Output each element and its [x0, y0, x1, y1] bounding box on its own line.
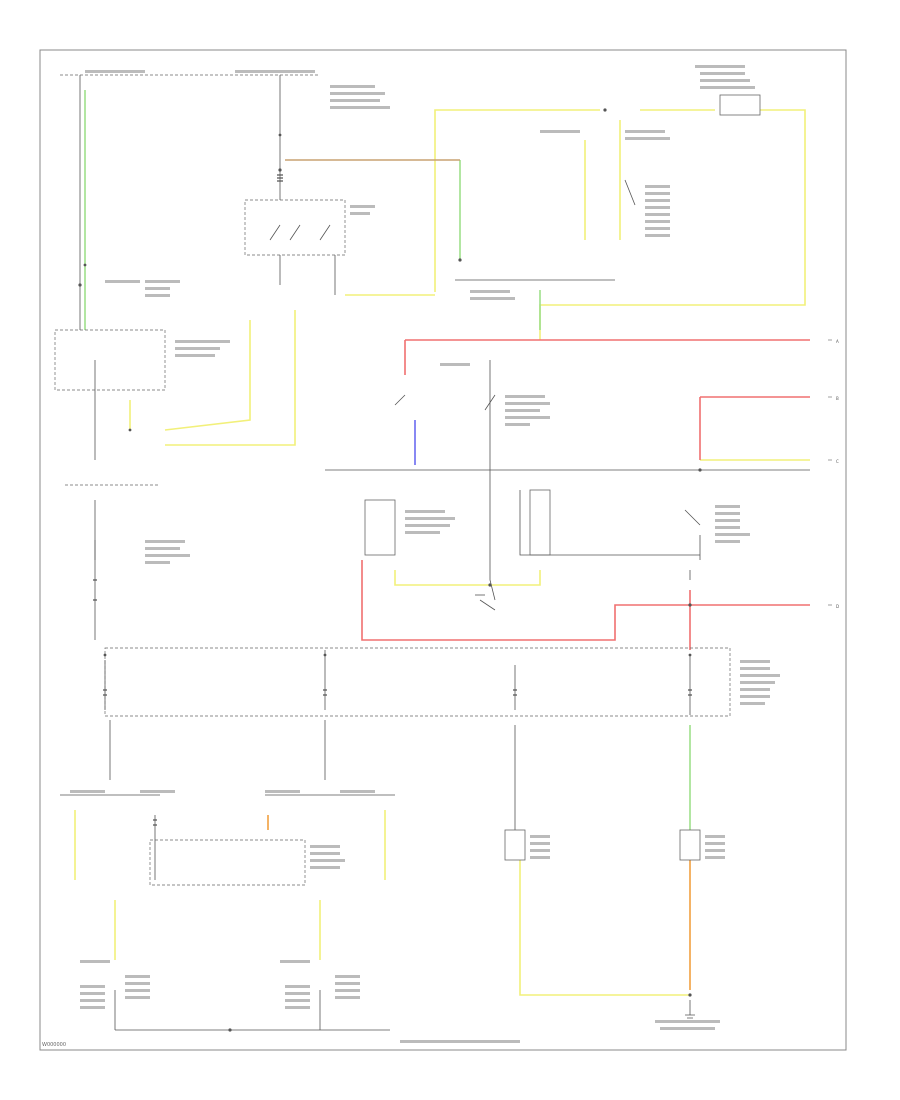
ground-symbols — [475, 594, 695, 1019]
annotation-marks — [70, 65, 780, 1043]
component-boxes — [54, 74, 731, 886]
terminal-d-label: D — [836, 604, 839, 609]
relay-boxes — [364, 94, 761, 861]
diagram-border — [39, 49, 847, 1051]
colored-wires — [74, 90, 810, 996]
terminal-a-label: A — [836, 339, 839, 344]
figure-code: W000000 — [42, 1042, 66, 1048]
terminal-b-label: B — [836, 396, 839, 401]
connector-ticks — [93, 174, 692, 826]
switches — [94, 179, 701, 611]
black-wires — [60, 75, 810, 1031]
terminal-c-label: C — [836, 459, 839, 464]
junction-dots — [78, 108, 702, 1032]
right-terminals — [828, 339, 832, 606]
